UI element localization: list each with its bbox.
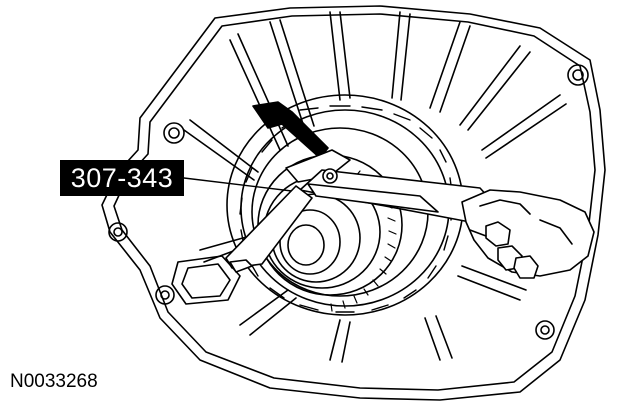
mount-tab-inner (181, 263, 231, 299)
housing-flange-inner (113, 13, 596, 391)
case-ring-7 (279, 209, 341, 275)
mount-tab (171, 255, 241, 305)
housing-ribs (183, 11, 567, 363)
bolt-holes (108, 64, 589, 340)
callout-leader (183, 177, 301, 193)
pliers-tool-icon (225, 149, 501, 273)
tool-callout-label: 307-343 (60, 160, 184, 196)
hand-icon (461, 189, 595, 279)
figure-id: N0033268 (10, 371, 98, 392)
housing-flange (101, 5, 606, 401)
case-ring-8 (287, 224, 325, 266)
